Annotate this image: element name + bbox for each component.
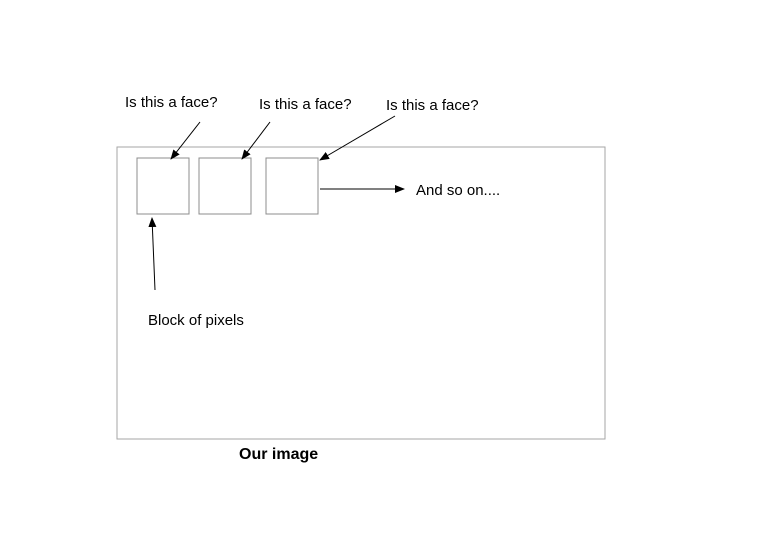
question-label-3: Is this a face? — [386, 97, 479, 114]
question-arrow-3 — [319, 115, 396, 161]
pixel-block-3 — [265, 157, 319, 215]
question-arrow-2 — [241, 121, 271, 160]
pixel-block-1 — [136, 157, 190, 215]
pixel-block-2 — [198, 157, 252, 215]
question-label-2: Is this a face? — [259, 96, 352, 113]
question-arrow-1 — [170, 121, 201, 160]
image-frame — [116, 146, 606, 440]
continuation-label: And so on.... — [416, 182, 501, 199]
image-caption: Our image — [239, 446, 319, 463]
question-label-1: Is this a face? — [125, 94, 218, 111]
block-of-pixels-label: Block of pixels — [148, 312, 244, 329]
block-label-arrow — [148, 217, 157, 291]
